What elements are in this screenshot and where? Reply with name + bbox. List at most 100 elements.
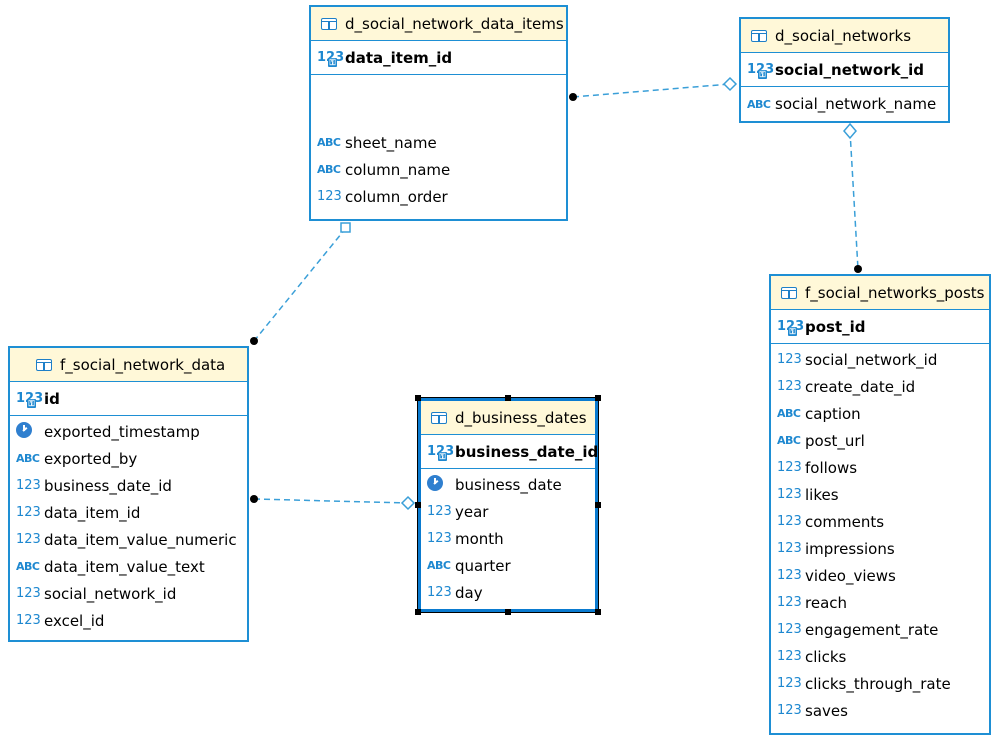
type-label: 123 [747, 62, 774, 77]
table-header[interactable]: d_social_networks [741, 19, 948, 53]
column-row[interactable]: 123 impressions [771, 535, 989, 562]
table-header[interactable]: f_social_network_data [10, 348, 247, 382]
number-type-icon: 123 [777, 595, 802, 610]
column-row[interactable]: 123 business_date_id [10, 472, 247, 499]
column-row[interactable]: 123 year [421, 498, 595, 525]
column-name: social_network_id [775, 60, 924, 79]
column-row[interactable]: 123 clicks [771, 643, 989, 670]
column-name: comments [805, 512, 885, 531]
link-end-dot [250, 337, 258, 345]
column-row[interactable]: 123 reach [771, 589, 989, 616]
clock-icon [427, 474, 455, 495]
column-row[interactable]: 123 likes [771, 481, 989, 508]
column-row[interactable]: 123 video_views [771, 562, 989, 589]
clock-icon [16, 421, 44, 442]
number-type-icon: 123 [777, 379, 802, 394]
column-row[interactable]: 123 create_date_id [771, 373, 989, 400]
column-name: column_order [345, 187, 448, 206]
table-d-social-network-data-items[interactable]: d_social_network_data_items 123⚿ data_it… [309, 5, 568, 221]
column-row[interactable]: ABC data_item_value_text [10, 553, 247, 580]
column-row[interactable]: 123 clicks_through_rate [771, 670, 989, 697]
text-type-icon: ABC [747, 97, 771, 111]
column-name: social_network_name [775, 95, 937, 113]
link-data-items-networks [572, 83, 731, 98]
number-type-icon: 123 [427, 504, 452, 519]
text-type-icon: ABC [16, 560, 40, 573]
primary-key-row[interactable]: 123⚿ post_id [771, 310, 989, 344]
column-row[interactable]: 123 data_item_id [10, 499, 247, 526]
column-row[interactable]: 123 social_network_id [771, 346, 989, 373]
resize-handle[interactable] [595, 395, 601, 401]
column-name: data_item_value_text [44, 557, 205, 576]
primary-key-row[interactable]: 123⚿ social_network_id [741, 53, 948, 87]
text-type-icon: ABC [16, 452, 40, 465]
table-f-social-network-data[interactable]: f_social_network_data 123⚿ id exported_t… [8, 346, 249, 642]
table-title: d_business_dates [455, 408, 587, 427]
type-label: 123 [317, 50, 344, 65]
column-name: exported_timestamp [44, 422, 200, 441]
column-row[interactable]: 123 engagement_rate [771, 616, 989, 643]
column-row[interactable]: ABC post_url [771, 427, 989, 454]
key-number-icon: 123⚿ [777, 319, 805, 336]
column-row[interactable]: 123 comments [771, 508, 989, 535]
table-title: f_social_network_data [60, 355, 226, 374]
link-end-dot [569, 93, 577, 101]
number-type-icon: 123 [16, 532, 41, 547]
column-name: saves [805, 701, 848, 720]
number-type-icon: 123 [777, 352, 802, 367]
column-row[interactable]: business_date [421, 471, 595, 498]
resize-handle[interactable] [415, 395, 421, 401]
column-name: clicks [805, 647, 847, 666]
number-type-icon: 123 [16, 478, 41, 493]
column-row[interactable]: exported_timestamp [10, 418, 247, 445]
table-header[interactable]: d_social_network_data_items [311, 7, 566, 41]
text-type-icon: ABC [317, 163, 341, 176]
table-header[interactable]: f_social_networks_posts [771, 276, 989, 310]
primary-key-row[interactable]: 123⚿ data_item_id [311, 41, 566, 75]
column-row[interactable]: ABC quarter [421, 552, 595, 579]
column-name: id [44, 389, 60, 408]
table-d-social-networks[interactable]: d_social_networks 123⚿ social_network_id… [739, 17, 950, 123]
column-row[interactable]: 123 follows [771, 454, 989, 481]
link-networks-posts [849, 130, 859, 270]
column-row[interactable]: 123 column_order [311, 183, 566, 210]
column-row[interactable]: 123 month [421, 525, 595, 552]
table-header[interactable]: d_business_dates [421, 401, 595, 435]
resize-handle[interactable] [505, 395, 511, 401]
column-row[interactable]: ABC column_name [311, 156, 566, 183]
empty-area [311, 75, 566, 129]
primary-key-row[interactable]: 123⚿ id [10, 382, 247, 416]
column-row[interactable]: ABC social_network_name [741, 87, 948, 121]
table-d-business-dates[interactable]: d_business_dates 123⚿ business_date_id b… [417, 397, 599, 613]
column-name: business_date_id [455, 442, 599, 461]
resize-handle[interactable] [415, 502, 421, 508]
link-end-diamond [843, 122, 857, 140]
column-row[interactable]: ABC sheet_name [311, 129, 566, 156]
resize-handle[interactable] [595, 502, 601, 508]
resize-handle[interactable] [595, 609, 601, 615]
column-name: engagement_rate [805, 620, 939, 639]
link-end-diamond [722, 76, 738, 92]
type-label: 123 [427, 444, 454, 459]
number-type-icon: 123 [16, 586, 41, 601]
column-name: post_url [805, 431, 865, 450]
key-number-icon: 123⚿ [317, 50, 345, 67]
column-row[interactable]: ABC exported_by [10, 445, 247, 472]
column-name: business_date_id [44, 476, 172, 495]
table-f-social-networks-posts[interactable]: f_social_networks_posts 123⚿ post_id 123… [769, 274, 991, 735]
column-row[interactable]: ABC caption [771, 400, 989, 427]
column-row[interactable]: 123 excel_id [10, 607, 247, 634]
column-name: business_date [455, 475, 562, 494]
resize-handle[interactable] [505, 609, 511, 615]
link-end-dot [250, 495, 258, 503]
column-name: reach [805, 593, 848, 612]
column-row[interactable]: 123 day [421, 579, 595, 606]
column-row[interactable]: 123 saves [771, 697, 989, 724]
text-type-icon: ABC [777, 407, 801, 420]
table-icon [36, 358, 52, 371]
column-row[interactable]: 123 data_item_value_numeric [10, 526, 247, 553]
column-row[interactable]: 123 social_network_id [10, 580, 247, 607]
primary-key-row[interactable]: 123⚿ business_date_id [421, 435, 599, 469]
resize-handle[interactable] [415, 609, 421, 615]
